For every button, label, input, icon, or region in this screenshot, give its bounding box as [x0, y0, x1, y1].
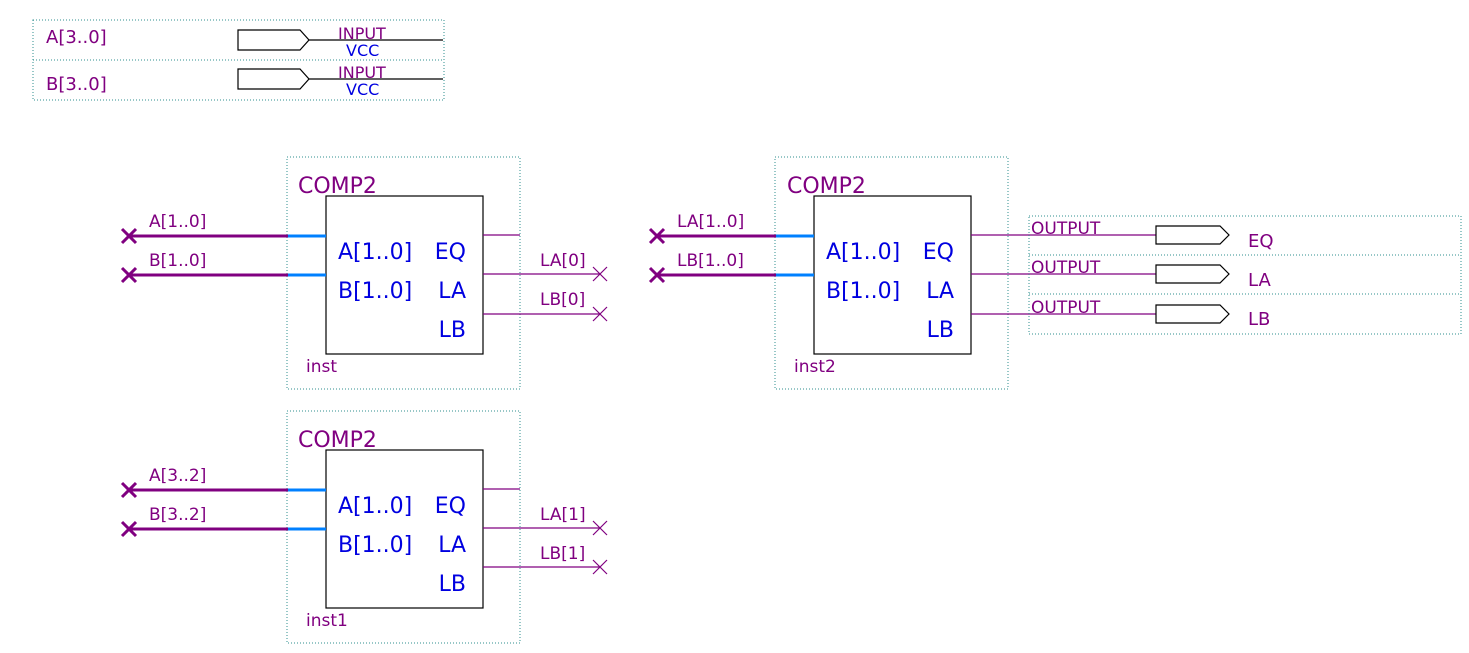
unconnected-x-icon: [592, 559, 608, 575]
output-pin-name: LB: [1248, 309, 1270, 330]
output-pin-name: LA: [1248, 270, 1271, 291]
unconnected-x-icon: [592, 520, 608, 536]
output-pin-symbol: [1155, 225, 1230, 245]
unconnected-x-icon: [648, 266, 666, 284]
input-pin-symbol: [237, 68, 310, 90]
comp2-block-inst2[interactable]: COMP2 A[1..0] B[1..0] EQ LA LB inst2 LA[…: [648, 156, 1156, 390]
input-pin-group: A[3..0] INPUT VCC B[3..0] INPUT VCC: [32, 19, 445, 101]
port-label: LA: [438, 279, 466, 304]
output-pin-type: OUTPUT: [1031, 298, 1101, 318]
wire-label: LB[1..0]: [677, 251, 744, 271]
input-pin-type: INPUT: [338, 63, 386, 82]
wire-label: LA[0]: [540, 251, 586, 271]
block-component-name: COMP2: [787, 174, 866, 199]
wire-label: LB[0]: [540, 290, 585, 310]
block-component-name: COMP2: [298, 174, 377, 199]
port-label: A[1..0]: [338, 240, 412, 265]
input-pin-name: A[3..0]: [46, 27, 107, 48]
unconnected-x-icon: [592, 306, 608, 322]
port-label: EQ: [923, 240, 954, 265]
output-pin-name: EQ: [1248, 231, 1274, 252]
input-pin-default: VCC: [346, 41, 379, 60]
block-frame: [286, 410, 521, 644]
wire-label: A[1..0]: [149, 212, 206, 232]
block-body: [813, 195, 972, 355]
output-pin-type: OUTPUT: [1031, 219, 1101, 239]
wire-label: LA[1..0]: [677, 212, 744, 232]
input-pin-default: VCC: [346, 80, 379, 99]
input-pin-a[interactable]: A[3..0] INPUT VCC: [46, 24, 443, 60]
block-body: [325, 195, 484, 355]
port-label: LA: [438, 533, 466, 558]
block-instance-name: inst2: [794, 357, 836, 377]
comp2-block-inst[interactable]: COMP2 A[1..0] B[1..0] EQ LA LB inst A[1.…: [120, 156, 608, 390]
port-label: EQ: [435, 494, 466, 519]
wire-label: LB[1]: [540, 544, 585, 564]
comp2-block-inst1[interactable]: COMP2 A[1..0] B[1..0] EQ LA LB inst1 A[3…: [120, 410, 608, 644]
port-label: EQ: [435, 240, 466, 265]
port-label: A[1..0]: [826, 240, 900, 265]
output-pin-symbol: [1155, 264, 1230, 284]
port-label: LB: [439, 572, 466, 597]
unconnected-x-icon: [120, 266, 138, 284]
output-pin-symbol: [1155, 304, 1230, 324]
unconnected-x-icon: [592, 266, 608, 282]
unconnected-x-icon: [120, 520, 138, 538]
port-label: LA: [926, 279, 954, 304]
port-label: A[1..0]: [338, 494, 412, 519]
block-component-name: COMP2: [298, 428, 377, 453]
port-label: LB: [927, 318, 954, 343]
block-frame: [286, 156, 521, 390]
wire-label: LA[1]: [540, 505, 586, 525]
unconnected-x-icon: [120, 481, 138, 499]
output-pin-group: OUTPUT EQ OUTPUT LA OUTPUT LB: [1028, 215, 1462, 335]
output-pin-frame: [1028, 215, 1462, 335]
unconnected-x-icon: [120, 227, 138, 245]
output-pin-eq[interactable]: OUTPUT EQ: [1031, 219, 1274, 252]
input-pin-name: B[3..0]: [46, 74, 107, 95]
output-pin-la[interactable]: OUTPUT LA: [1031, 258, 1271, 291]
input-pin-b[interactable]: B[3..0] INPUT VCC: [46, 63, 443, 99]
input-pin-type: INPUT: [338, 24, 386, 43]
output-pin-type: OUTPUT: [1031, 258, 1101, 278]
wire-label: A[3..2]: [149, 466, 206, 486]
port-label: LB: [439, 318, 466, 343]
port-label: B[1..0]: [338, 279, 412, 304]
block-instance-name: inst: [306, 357, 337, 377]
wire-label: B[3..2]: [149, 505, 206, 525]
unconnected-x-icon: [648, 227, 666, 245]
block-frame: [774, 156, 1009, 390]
port-label: B[1..0]: [826, 279, 900, 304]
port-label: B[1..0]: [338, 533, 412, 558]
wire-label: B[1..0]: [149, 251, 206, 271]
input-pin-symbol: [237, 29, 310, 51]
output-pin-lb[interactable]: OUTPUT LB: [1031, 298, 1270, 330]
block-instance-name: inst1: [306, 611, 348, 631]
